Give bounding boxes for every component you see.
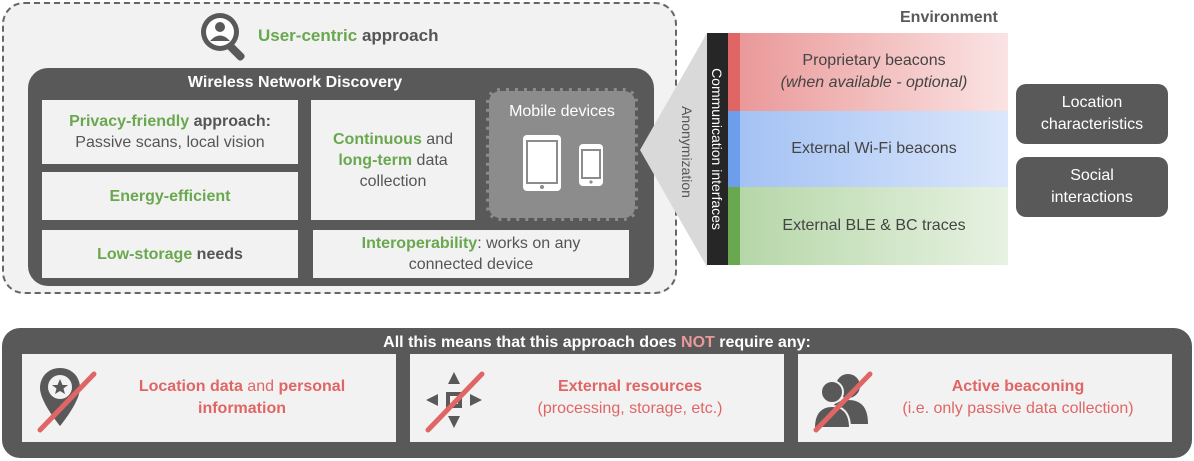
proprietary-line1: Proprietary beacons <box>802 52 946 69</box>
phone-icon <box>579 144 603 186</box>
wnd-title: Wireless Network Discovery <box>187 74 403 91</box>
location-pin-icon <box>37 368 97 433</box>
user-centric-rest: approach <box>357 26 439 45</box>
compass-arrows-icon <box>425 371 485 433</box>
req3-h1: Active beaconing <box>951 378 1085 395</box>
req2-line2: (processing, storage, etc.) <box>537 400 723 417</box>
long-term-highlight: long-term <box>338 151 413 169</box>
req2-h1: External resources <box>557 378 703 395</box>
privacy-cell: Privacy-friendly approach: Passive scans… <box>42 100 298 164</box>
anonymization-label: Anonymization <box>679 106 695 198</box>
interop-highlight: Interoperability <box>361 235 478 252</box>
req-active-beaconing: Active beaconing (i.e. only passive data… <box>798 354 1172 442</box>
req1-h1: Location data <box>138 378 243 395</box>
communication-interfaces-bar: Communication interfaces <box>707 33 728 265</box>
req1-line2: information <box>198 400 286 417</box>
user-search-icon <box>201 13 245 61</box>
environment-title: Environment <box>900 9 998 26</box>
user-centric-highlight: User-centric <box>258 26 358 45</box>
social-interactions-box: Social interactions <box>1016 157 1168 217</box>
ble-strip <box>728 187 740 265</box>
anonymization-funnel <box>640 33 707 267</box>
privacy-rest: approach: <box>189 113 271 130</box>
energy-highlight: Energy-efficient <box>109 187 231 205</box>
communication-interfaces-label: Communication interfaces <box>709 68 725 230</box>
social-line2: interactions <box>1051 189 1133 206</box>
proprietary-beacons-band: Proprietary beacons (when available - op… <box>740 33 1008 111</box>
continuous-cell: Continuous and long-term data collection <box>311 100 475 220</box>
user-centric-heading: User-centric approach <box>258 26 438 46</box>
mobile-devices-title: Mobile devices <box>509 103 615 120</box>
social-line1: Social <box>1070 167 1114 184</box>
req-location-data: Location data and personal information <box>22 354 396 442</box>
privacy-highlight: Privacy-friendly <box>69 113 190 130</box>
proprietary-line2: (when available - optional) <box>780 74 968 91</box>
continuous-line3: collection <box>359 172 427 190</box>
users-icon <box>812 371 873 433</box>
storage-highlight: Low-storage <box>97 245 193 263</box>
interop-rest: : works on any <box>477 235 581 252</box>
continuous-highlight: Continuous <box>332 130 422 148</box>
interop-cell: Interoperability: works on any connected… <box>313 230 629 278</box>
anonymization-label-wrap: Anonymization <box>677 92 697 212</box>
loc-line2: characteristics <box>1040 116 1144 133</box>
storage-rest: needs <box>192 245 243 263</box>
proprietary-strip <box>728 33 740 111</box>
ble-line1: External BLE & BC traces <box>782 217 966 234</box>
energy-cell: Energy-efficient <box>42 172 298 220</box>
req1-h2: personal <box>278 378 346 395</box>
continuous-rest1: and <box>421 130 453 148</box>
wifi-line1: External Wi-Fi beacons <box>791 140 957 157</box>
wifi-strip <box>728 111 740 187</box>
requirements-title: All this means that this approach does N… <box>2 334 1192 352</box>
mobile-devices-box <box>486 88 638 221</box>
privacy-line2: Passive scans, local vision <box>75 134 265 151</box>
req3-line2: (i.e. only passive data collection) <box>902 400 1134 417</box>
ble-traces-band: External BLE & BC traces <box>740 187 1008 265</box>
req-external-resources: External resources (processing, storage,… <box>410 354 784 442</box>
title-not: NOT <box>681 334 715 351</box>
location-characteristics-box: Location characteristics <box>1016 84 1168 144</box>
storage-cell: Low-storage needs <box>42 230 298 278</box>
title-pre: All this means that this approach does <box>383 334 682 351</box>
interop-line2: connected device <box>408 256 534 273</box>
tablet-icon <box>523 135 561 191</box>
title-post: require any: <box>714 334 811 351</box>
loc-line1: Location <box>1061 94 1123 111</box>
continuous-rest2: data <box>412 151 448 169</box>
wifi-beacons-band: External Wi-Fi beacons <box>740 111 1008 187</box>
req1-m: and <box>242 378 279 395</box>
